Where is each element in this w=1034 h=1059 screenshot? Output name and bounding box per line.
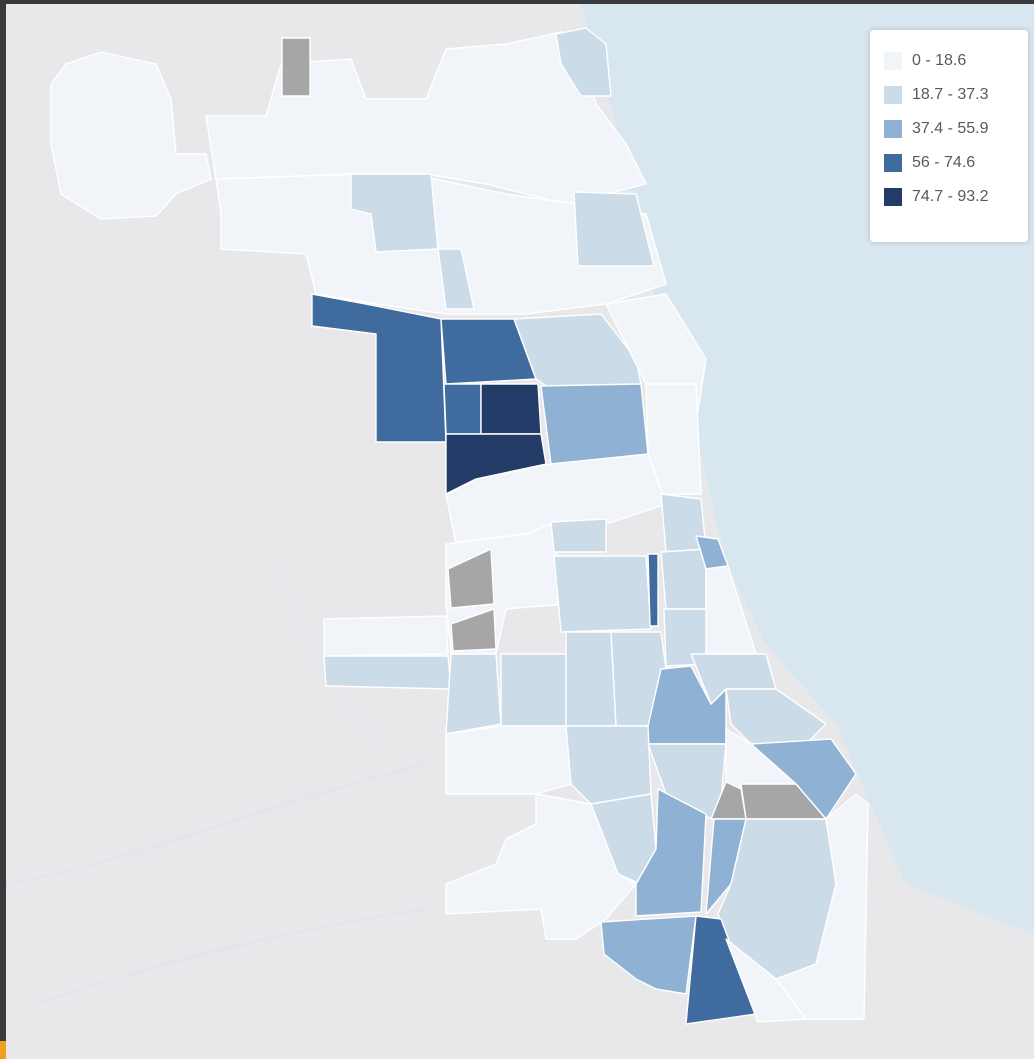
river-line [35,908,427,1005]
area-gage-park[interactable] [445,653,502,735]
area-west-town[interactable] [540,383,649,465]
area-north-band[interactable] [215,173,667,315]
community-areas [50,27,869,1025]
choropleth-map[interactable]: 0 - 18.6 18.7 - 37.3 37.4 - 55.9 56 - 74… [6,4,1034,1059]
river-line [275,563,387,745]
area-humboldt-park[interactable] [480,383,542,435]
area-ashburn[interactable] [565,725,652,805]
area-mount-greenwood[interactable] [445,793,637,940]
area-garfield-ridge[interactable] [323,615,449,657]
area-washington-heights[interactable] [635,788,707,917]
legend-label: 0 - 18.6 [912,52,967,69]
river-line [6,763,427,885]
window-accent-bar [0,1041,6,1059]
area-morgan-park[interactable] [600,915,697,995]
legend-label: 37.4 - 55.9 [912,120,989,137]
area-chicago-lawn[interactable] [565,631,617,727]
area-near-north[interactable] [645,383,702,495]
legend-item: 37.4 - 55.9 [884,112,1028,146]
legend-item: 74.7 - 93.2 [884,180,1028,214]
area-humboldt-west[interactable] [443,383,482,435]
area-no-data[interactable] [447,548,495,609]
legend-swatch [884,188,902,206]
area-southwest-large[interactable] [445,725,572,795]
legend-swatch [884,86,902,104]
area-north-center[interactable] [350,173,439,253]
area-austin[interactable] [311,293,447,443]
area-riverdale[interactable] [725,938,807,1023]
legend-swatch [884,120,902,138]
area-brighton-park[interactable] [553,555,652,633]
area-north-strip[interactable] [437,248,475,310]
legend-label: 18.7 - 37.3 [912,86,989,103]
legend-label: 74.7 - 93.2 [912,188,989,205]
map-legend: 0 - 18.6 18.7 - 37.3 37.4 - 55.9 56 - 74… [870,30,1028,242]
area-south-shore[interactable] [725,688,827,745]
area-bridgeport[interactable] [550,518,607,553]
legend-label: 56 - 74.6 [912,154,976,171]
area-clearing[interactable] [323,655,452,690]
legend-swatch [884,52,902,70]
area-west-elsdon[interactable] [500,653,567,727]
area-ohare[interactable] [50,51,212,220]
legend-item: 56 - 74.6 [884,146,1028,180]
legend-item: 0 - 18.6 [884,44,1028,78]
area-no-data[interactable] [281,37,311,97]
area-rogers-park[interactable] [555,27,612,97]
legend-item: 18.7 - 37.3 [884,78,1028,112]
area-no-data[interactable] [450,608,497,652]
area-narrow-dark[interactable] [647,553,659,627]
area-north-east[interactable] [573,191,655,267]
legend-swatch [884,154,902,172]
area-douglas[interactable] [660,548,707,610]
